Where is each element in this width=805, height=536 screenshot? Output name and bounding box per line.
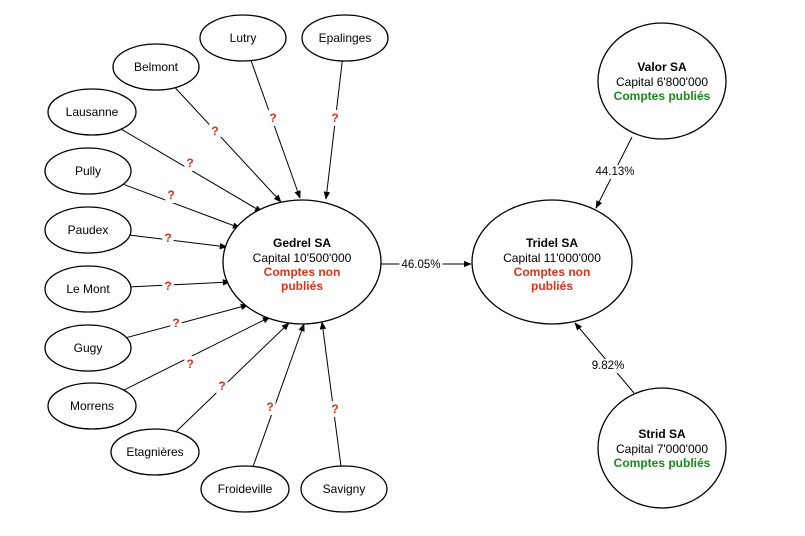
company-node-valor: Valor SA Capital 6'800'000 Comptes publi… [597, 22, 727, 140]
commune-name: Lutry [230, 31, 257, 45]
unknown-share-label-bg [216, 378, 228, 394]
ownership-arrow-commune [175, 322, 290, 433]
commune-node-shape [199, 14, 287, 62]
ownership-arrow-strid-to-tridel [574, 322, 635, 394]
commune-name: Gugy [74, 341, 103, 355]
commune-name: Etagnières [126, 445, 183, 459]
unknown-share-label: ? [167, 188, 174, 202]
commune-node: Savigny [300, 465, 388, 513]
commune-node: Le Mont [44, 265, 132, 313]
commune-node: Epalinges [301, 14, 389, 62]
unknown-share-label: ? [266, 400, 273, 414]
ownership-arrow-commune [252, 323, 305, 467]
commune-node-shape [301, 14, 389, 62]
unknown-share-label-bg [165, 187, 177, 203]
company-capital-valor: Capital 6'800'000 [616, 75, 708, 89]
commune-node: Etagnières [110, 428, 200, 476]
unknown-share-label-bg [162, 278, 174, 294]
unknown-share-label-bg [267, 110, 279, 126]
unknown-share-label-bg [184, 356, 196, 372]
holding-valor-to-tridel: 44.13% [595, 166, 634, 178]
commune-name: Le Mont [66, 282, 110, 296]
unknown-share-label: ? [218, 379, 225, 393]
commune-node-shape [110, 428, 200, 476]
commune-name: Pully [75, 164, 101, 178]
company-status-strid: Comptes publiés [614, 456, 711, 470]
ownership-arrow-commune [319, 321, 342, 467]
ownership-arrow-commune [129, 234, 228, 250]
unknown-share-label-bg [329, 110, 341, 126]
edge-labels-layer: ???????????? 46.05% 44.13% 9.82% [162, 110, 637, 417]
commune-node: Gugy [44, 324, 132, 372]
unknown-share-label-bg [162, 230, 174, 246]
commune-name: Morrens [70, 399, 114, 413]
commune-name: Belmont [134, 60, 179, 74]
commune-node-shape [47, 88, 137, 136]
unknown-share-label-bg [184, 155, 196, 171]
commune-node-shape [47, 382, 137, 430]
commune-node: Belmont [112, 43, 200, 91]
commune-node-shape [44, 147, 132, 195]
unknown-share-label-bg [170, 315, 182, 331]
unknown-share-label-bg [264, 399, 276, 415]
commune-node: Lutry [199, 14, 287, 62]
commune-node-shape [44, 324, 132, 372]
commune-nodes: Lutry EpalingesBelmontLausannePullyPaudex… [44, 14, 389, 513]
ownership-arrow-commune [123, 316, 271, 391]
unknown-share-label: ? [331, 402, 338, 416]
company-status-gedrel-line1: Comptes non [264, 265, 341, 279]
commune-node: Lausanne [47, 88, 137, 136]
unknown-share-label: ? [211, 124, 218, 138]
commune-node: Morrens [47, 382, 137, 430]
unknown-share-label: ? [269, 111, 276, 125]
commune-name: Lausanne [66, 105, 119, 119]
holding-strid-to-tridel: 9.82% [592, 360, 625, 372]
unknown-share-label: ? [172, 316, 179, 330]
unknown-share-label-bg [209, 123, 221, 139]
company-status-tridel-line2: publiés [531, 279, 573, 293]
company-node-strid: Strid SA Capital 7'000'000 Comptes publi… [597, 387, 727, 509]
commune-name: Paudex [68, 223, 109, 237]
ownership-arrow-commune [323, 60, 343, 200]
holding-gedrel-to-tridel: 46.05% [401, 259, 440, 271]
commune-node-shape [44, 265, 132, 313]
commune-node-shape [112, 43, 200, 91]
commune-node-shape [200, 465, 290, 513]
ownership-arrow-commune [123, 183, 241, 229]
ownership-arrow-commune [174, 87, 282, 203]
holding-valor-to-tridel-bg [593, 165, 637, 179]
company-node-tridel: Tridel SA Capital 11'000'000 Comptes non… [471, 199, 633, 325]
company-name-valor: Valor SA [637, 60, 687, 74]
ownership-arrow-commune [130, 279, 231, 288]
unknown-share-label: ? [164, 279, 171, 293]
unknown-share-label-bg [329, 401, 341, 417]
company-capital-tridel: Capital 11'000'000 [503, 251, 601, 265]
unknown-share-label: ? [186, 357, 193, 371]
company-capital-strid: Capital 7'000'000 [616, 442, 708, 456]
ownership-arrow-commune [126, 303, 249, 339]
company-node-gedrel: Gedrel SA Capital 10'500'000 Comptes non… [222, 199, 382, 325]
company-name-tridel: Tridel SA [526, 236, 578, 250]
commune-name: Epalinges [319, 31, 372, 45]
company-status-tridel-line1: Comptes non [514, 265, 591, 279]
commune-node-shape [300, 465, 388, 513]
commune-node: Froideville [200, 465, 290, 513]
unknown-share-label: ? [331, 111, 338, 125]
commune-name: Froideville [218, 482, 273, 496]
commune-node-shape [44, 206, 132, 254]
unknown-share-label: ? [164, 231, 171, 245]
company-status-gedrel-line2: publiés [281, 279, 323, 293]
company-name-strid: Strid SA [638, 427, 686, 441]
holding-gedrel-to-tridel-bg [399, 258, 443, 272]
holding-strid-to-tridel-bg [589, 359, 627, 373]
ownership-arrow-commune [250, 60, 301, 199]
company-capital-gedrel: Capital 10'500'000 [253, 251, 352, 265]
company-status-valor: Comptes publiés [614, 89, 711, 103]
company-name-gedrel: Gedrel SA [273, 236, 331, 250]
unknown-share-label: ? [186, 156, 193, 170]
commune-name: Savigny [323, 482, 366, 496]
commune-node: Paudex [44, 206, 132, 254]
commune-node: Pully [44, 147, 132, 195]
